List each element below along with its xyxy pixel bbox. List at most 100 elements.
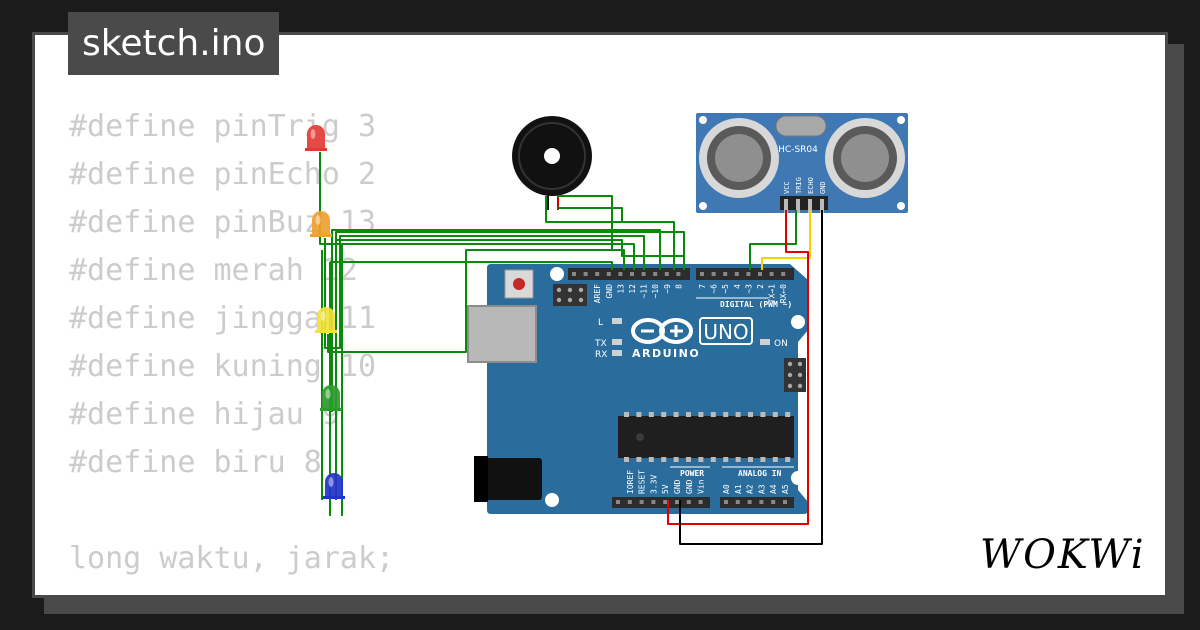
pin-socket[interactable] [758,272,762,276]
pin-socket[interactable] [735,500,740,504]
wokwi-logo-text: WOKWi [980,532,1146,576]
sensor-pin[interactable] [796,199,800,213]
pin-socket[interactable] [698,500,703,504]
pin-socket[interactable] [627,500,632,504]
analog-label: ANALOG IN [738,469,782,478]
led-red[interactable] [305,125,327,151]
mount-hole [550,267,564,281]
led-on-indicator [760,339,770,345]
pin-socket[interactable] [664,272,669,276]
pin-socket[interactable] [734,272,739,276]
power-pin-label: 5V [661,484,670,494]
sensor-pin-label: ECHO [807,177,815,194]
led-tx-label: TX [594,339,607,349]
chip-leg [686,412,691,417]
pin-socket[interactable] [616,500,620,504]
pin-socket[interactable] [651,500,656,504]
pin-socket[interactable] [630,272,634,276]
pin-socket[interactable] [676,272,681,276]
chip-leg [686,457,691,462]
pin-socket[interactable] [641,272,646,276]
chip-leg [710,412,716,417]
sensor-pin[interactable] [820,199,824,213]
chip-leg [661,412,667,417]
led-rx-indicator [612,350,622,356]
uno-badge [699,317,753,345]
pin-socket[interactable] [781,272,786,276]
power-pin-label: IOREF [626,470,635,494]
buzzer-ring [518,122,586,190]
pin-socket[interactable] [663,500,668,504]
sensor-pin[interactable] [808,199,812,213]
pin-socket[interactable] [618,272,623,276]
led-body [325,473,343,496]
digital-pin-label: TX→1 [768,284,777,303]
sensor-pin[interactable] [784,199,788,213]
icsp-header [553,284,587,306]
analog-pin-label: A5 [781,484,790,494]
pin-socket[interactable] [759,500,764,504]
code-line: #define jingga 11 [69,301,377,336]
led-rim [310,234,332,237]
digital-pin-label: ~6 [710,284,719,294]
pin-socket[interactable] [783,500,787,504]
led-rim [315,330,337,333]
pin-socket[interactable] [771,500,776,504]
pin-socket[interactable] [711,272,716,276]
pin-socket[interactable] [675,500,679,504]
led-yellow[interactable] [315,307,337,333]
board-model: UNO [703,320,748,344]
pin-socket[interactable] [723,272,728,276]
wire-sensor-echo [761,210,811,270]
power-pin-label: GND [673,479,682,494]
digital-label: DIGITAL (PWM ~) [720,300,792,309]
power-pin-label: GND [685,479,694,494]
analog-pin-label: A2 [746,484,755,494]
analog-pin-label: A1 [734,484,743,494]
icsp-header-2 [784,358,806,392]
sensor-model: HC-SR04 [778,145,818,155]
led-rim [305,148,327,151]
chip-leg [735,457,741,462]
usb-port [467,305,537,363]
pin-socket[interactable] [746,272,751,276]
pin-socket[interactable] [700,272,704,276]
led-green[interactable] [320,385,342,411]
pin-socket[interactable] [606,272,611,276]
wire-blue-led-8 [335,231,685,500]
chip-leg [760,457,766,462]
sensor-pin-header [780,196,828,210]
led-blue[interactable] [323,473,345,499]
led-column [305,125,345,499]
pin-socket[interactable] [639,500,644,504]
code-line: #define hijau 9 [69,397,340,432]
filename-tab[interactable]: sketch.ino [68,12,280,75]
led-highlight [325,389,331,399]
led-l-indicator [612,318,622,324]
pin-socket[interactable] [747,500,752,504]
chip-leg [648,457,654,462]
pin-socket[interactable] [686,500,691,504]
chip-leg [624,412,629,417]
led-orange[interactable] [310,211,332,237]
digital-pin-label: ~3 [744,284,753,294]
digital-pin-label: ~9 [663,284,672,294]
pin-socket[interactable] [724,500,728,504]
pin-socket[interactable] [769,272,774,276]
pin-socket[interactable] [572,272,576,276]
pin-socket[interactable] [653,272,658,276]
led-highlight [328,477,334,487]
piezo-buzzer[interactable] [512,116,592,210]
chip-leg [673,412,679,417]
wire-sensor-gnd [679,210,823,545]
pin-socket[interactable] [583,272,588,276]
power-jack [476,458,542,500]
chip-leg [698,412,704,417]
sensor-pins [784,199,824,213]
pin-socket[interactable] [595,272,600,276]
